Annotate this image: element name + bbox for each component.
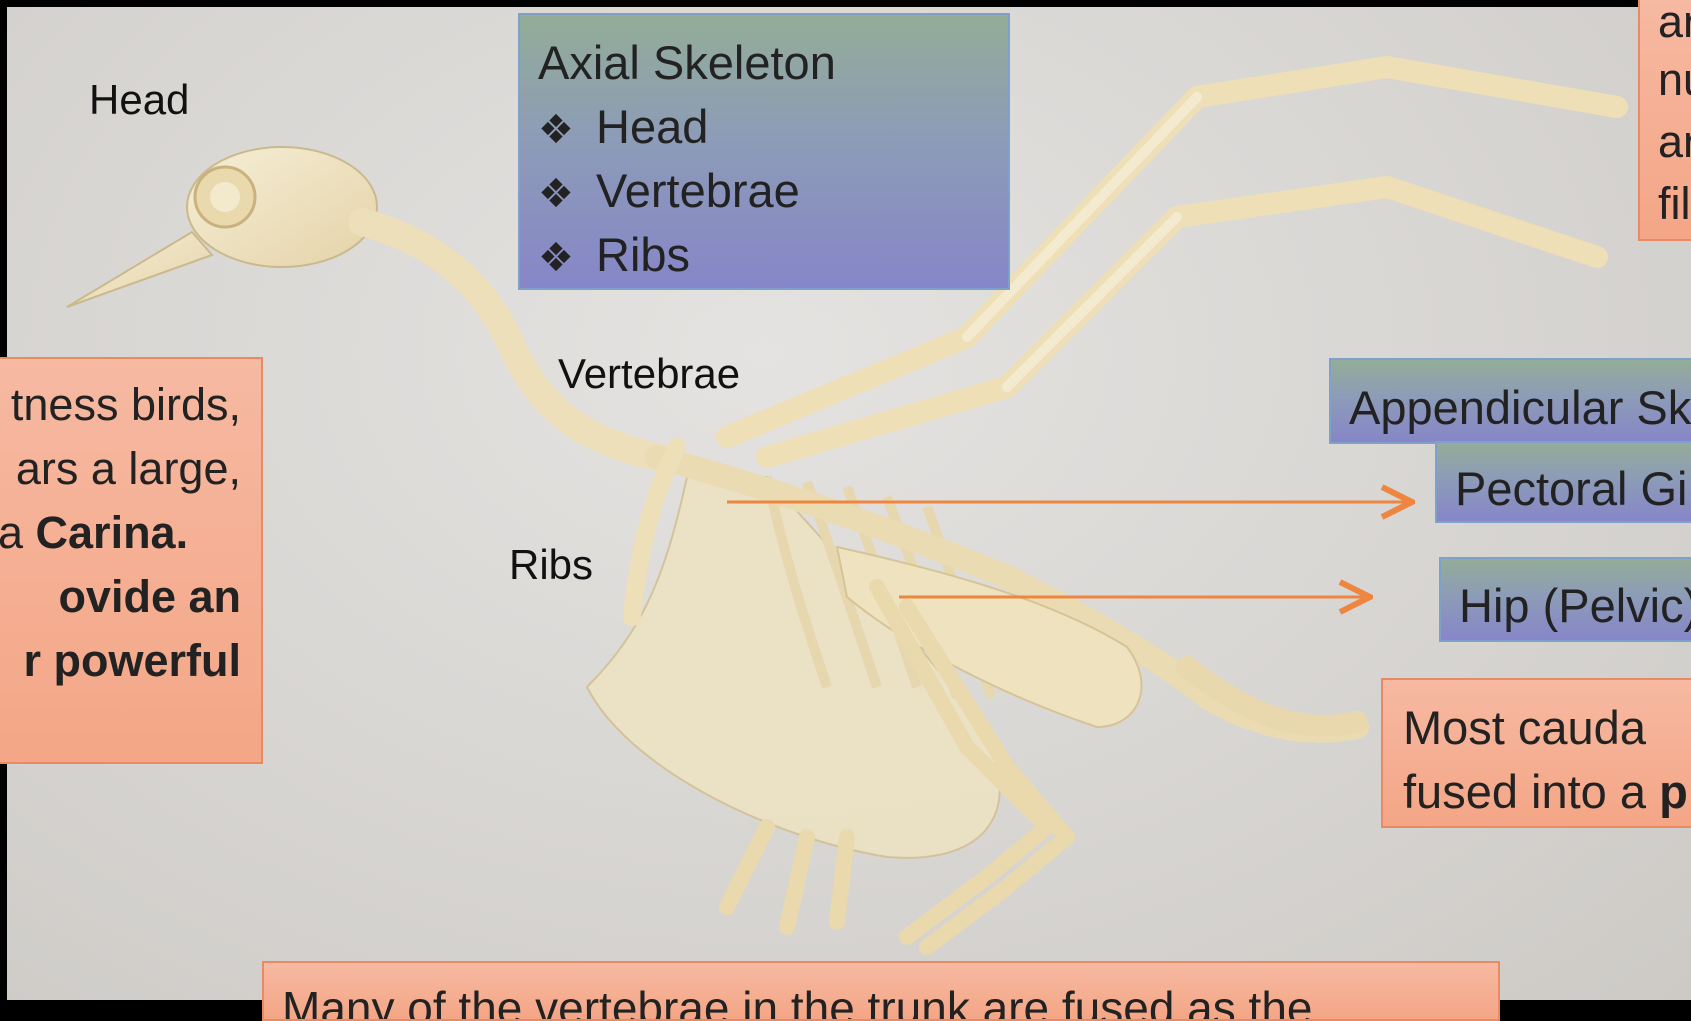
top-right-fragment-4: fil bbox=[1658, 178, 1691, 230]
caudal-line-1: Most cauda bbox=[1403, 700, 1646, 755]
axial-skeleton-box: Axial Skeleton ❖Head ❖Vertebrae ❖Ribs bbox=[518, 13, 1010, 290]
vertebrae-label: Vertebrae bbox=[558, 353, 740, 395]
axial-item-head: ❖Head bbox=[538, 99, 708, 154]
carina-line-5-bold: r powerful bbox=[23, 635, 241, 686]
carina-description-box: tness birds, ars a large, a Carina. ovid… bbox=[0, 357, 263, 764]
axial-skeleton-title: Axial Skeleton bbox=[538, 35, 836, 90]
caudal-line-2-bold: p bbox=[1659, 765, 1688, 818]
tail-shape bbox=[1187, 667, 1357, 726]
carina-line-4: ovide an bbox=[58, 571, 241, 623]
diamond-cross-icon: ❖ bbox=[538, 235, 596, 281]
trunk-vertebrae-box: Many of the vertebrae in the trunk are f… bbox=[262, 961, 1500, 1021]
axial-item-label: Vertebrae bbox=[596, 164, 800, 217]
axial-item-label: Ribs bbox=[596, 228, 690, 281]
top-right-fragment-1: ar bbox=[1658, 0, 1691, 48]
pelvic-girdle-box: Hip (Pelvic) bbox=[1439, 557, 1691, 642]
skull-shape bbox=[67, 147, 377, 307]
top-right-note-box: ar nu ar fil bbox=[1638, 0, 1691, 241]
carina-term: Carina. bbox=[36, 507, 189, 558]
carina-line-1: tness birds, bbox=[11, 379, 241, 431]
carina-line-2: ars a large, bbox=[16, 443, 241, 495]
diamond-cross-icon: ❖ bbox=[538, 107, 596, 153]
pelvic-girdle-label: Hip (Pelvic) bbox=[1459, 578, 1691, 633]
appendicular-skeleton-box: Appendicular Sk bbox=[1329, 358, 1691, 444]
diamond-cross-icon: ❖ bbox=[538, 171, 596, 217]
carina-line-5: r powerful bbox=[23, 635, 241, 687]
carina-line-4-bold: ovide an bbox=[58, 571, 241, 622]
caudal-line-2: fused into a p bbox=[1403, 764, 1688, 819]
trunk-vertebrae-text: Many of the vertebrae in the trunk are f… bbox=[282, 981, 1313, 1021]
carina-line-3-prefix: a bbox=[0, 507, 36, 558]
axial-item-label: Head bbox=[596, 100, 708, 153]
carina-line-3: a Carina. bbox=[0, 507, 188, 559]
top-right-fragment-2: nu bbox=[1658, 54, 1691, 106]
pectoral-girdle-box: Pectoral Gi bbox=[1435, 441, 1691, 523]
axial-item-vertebrae: ❖Vertebrae bbox=[538, 163, 800, 218]
caudal-line-2-prefix: fused into a bbox=[1403, 765, 1659, 818]
ribs-label: Ribs bbox=[509, 544, 593, 586]
appendicular-skeleton-title: Appendicular Sk bbox=[1349, 380, 1691, 435]
axial-item-ribs: ❖Ribs bbox=[538, 227, 690, 282]
head-label: Head bbox=[89, 79, 189, 121]
pectoral-girdle-label: Pectoral Gi bbox=[1455, 461, 1687, 516]
caudal-vertebrae-box: Most cauda fused into a p bbox=[1381, 678, 1691, 828]
top-right-fragment-3: ar bbox=[1658, 116, 1691, 168]
